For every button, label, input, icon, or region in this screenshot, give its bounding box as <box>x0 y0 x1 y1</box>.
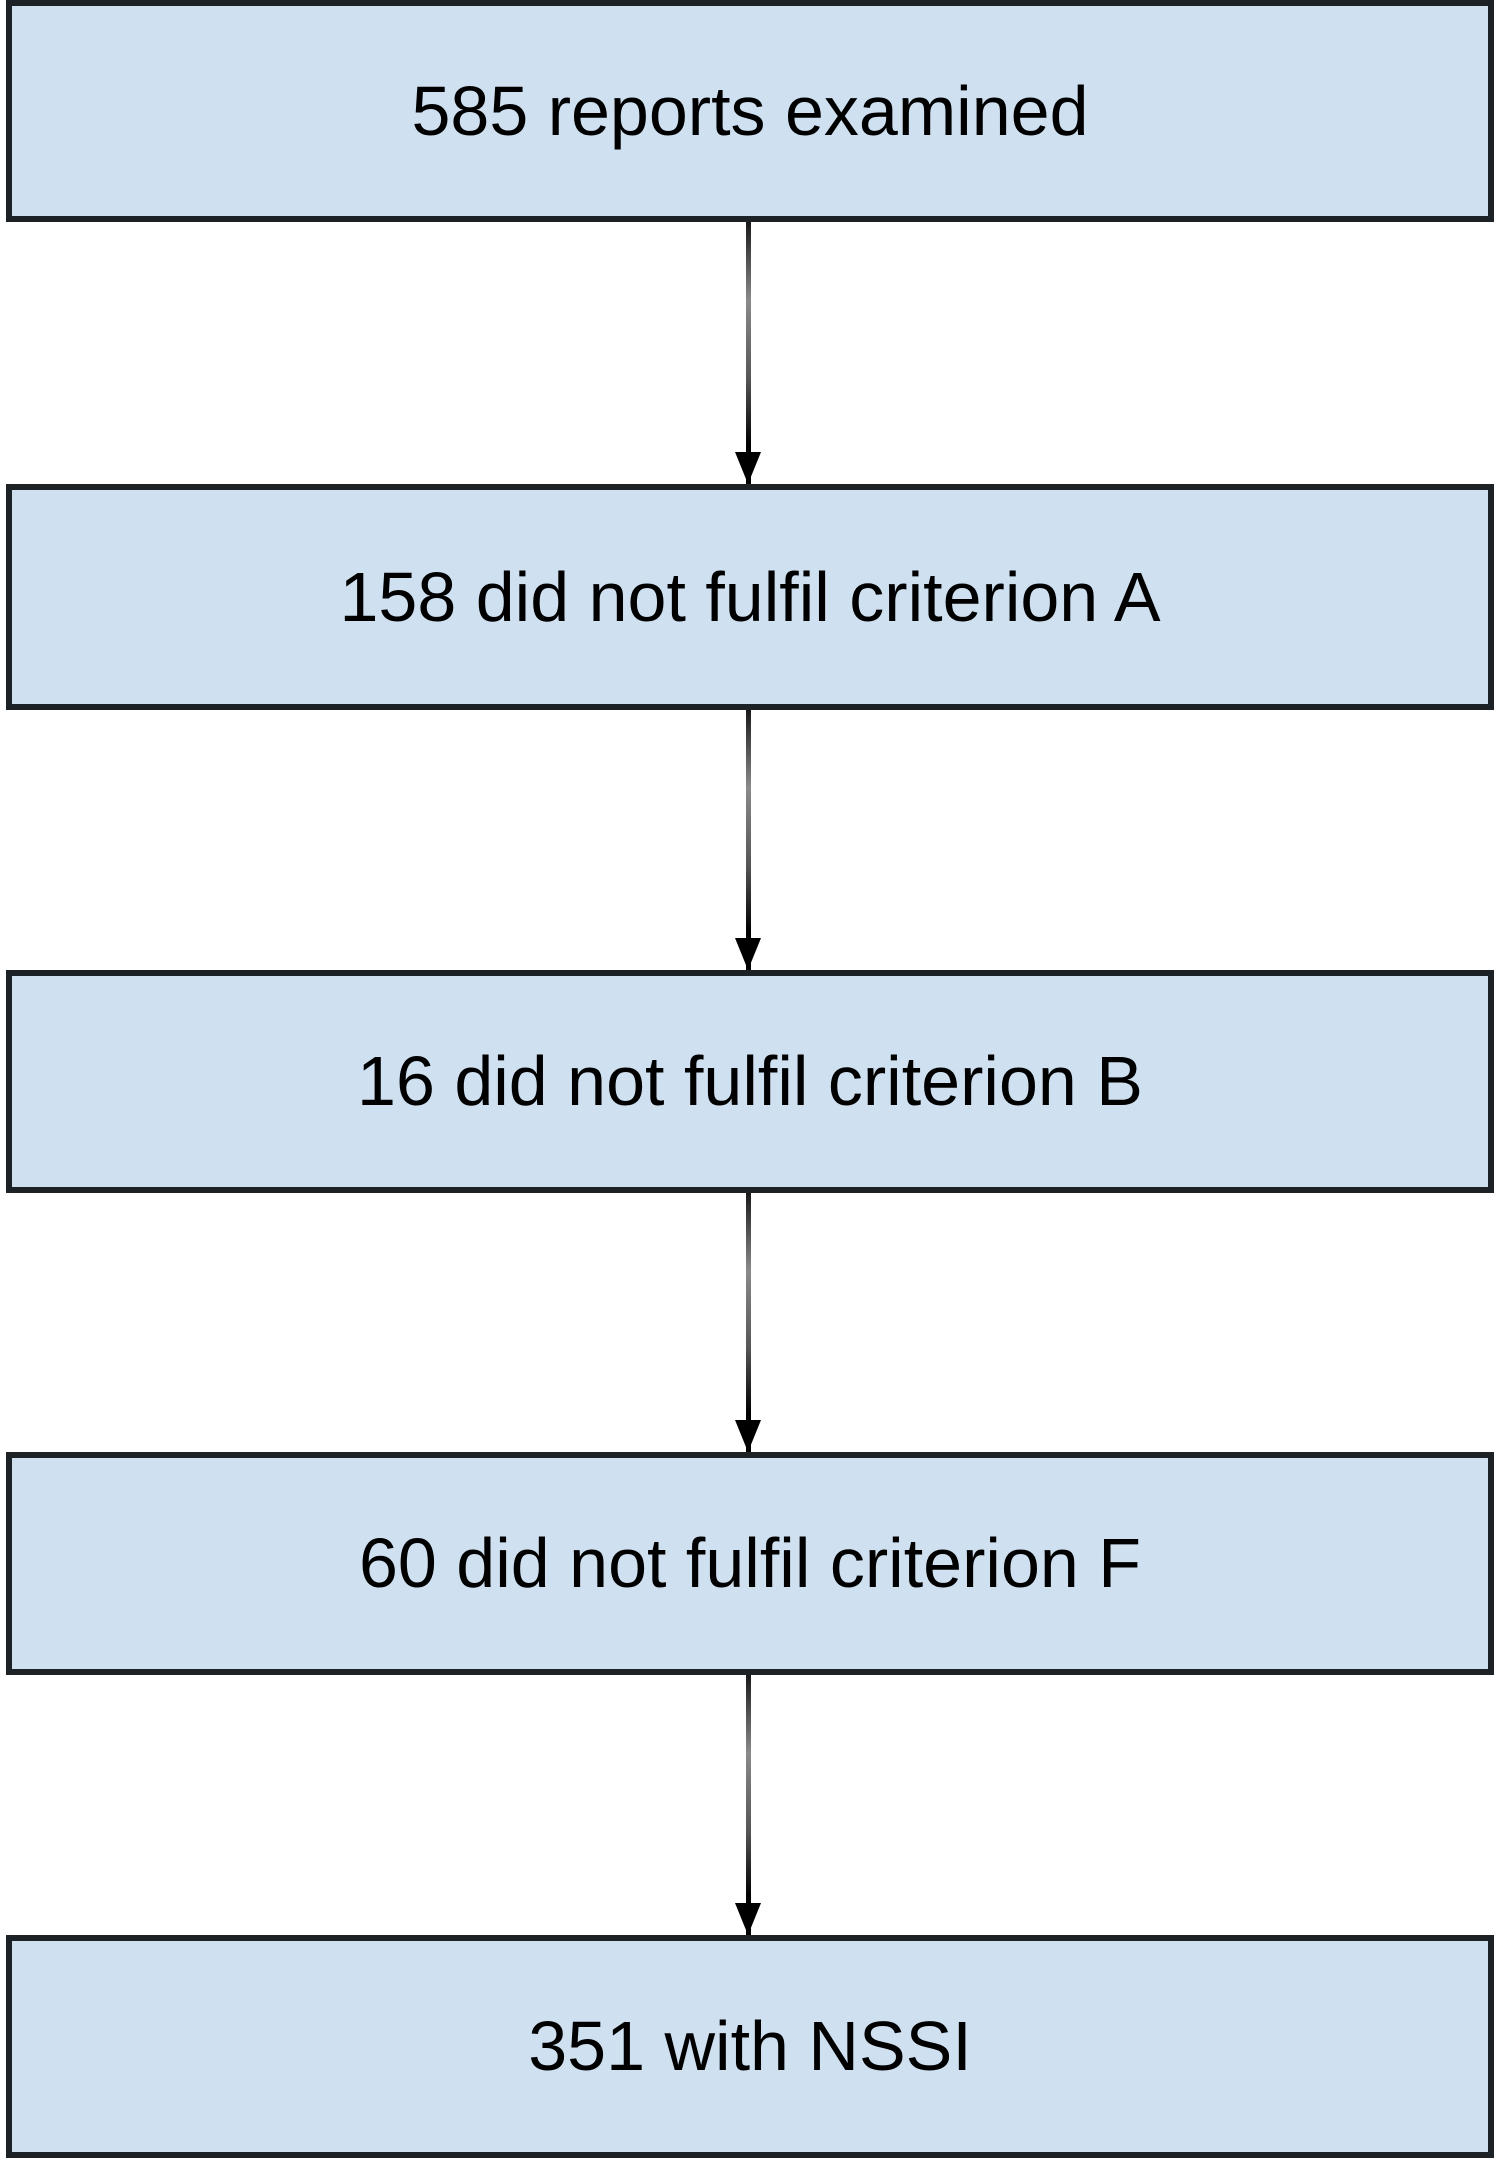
arrowhead-down-icon <box>735 938 761 970</box>
arrow-shaft <box>746 1193 751 1452</box>
flow-box-reports-examined: 585 reports examined <box>6 0 1494 222</box>
flow-box-label: 351 with NSSI <box>528 2007 972 2085</box>
flow-box-label: 585 reports examined <box>411 71 1089 150</box>
flow-box-criterion-a: 158 did not fulfil criterion A <box>6 484 1494 710</box>
flow-box-label: 158 did not fulfil criterion A <box>339 557 1161 636</box>
down-arrow-connector-2 <box>732 710 764 970</box>
flow-box-label: 60 did not fulfil criterion F <box>358 1524 1142 1602</box>
arrow-shaft <box>746 1675 751 1935</box>
flow-box-label: 16 did not fulfil criterion B <box>357 1042 1143 1120</box>
down-arrow-connector-3 <box>732 1193 764 1452</box>
arrowhead-down-icon <box>735 452 761 484</box>
flow-box-nssi: 351 with NSSI <box>6 1935 1494 2158</box>
down-arrow-connector-4 <box>732 1675 764 1935</box>
flow-box-criterion-f: 60 did not fulfil criterion F <box>6 1452 1494 1675</box>
arrow-shaft <box>746 710 751 970</box>
arrowhead-down-icon <box>735 1903 761 1935</box>
arrowhead-down-icon <box>735 1420 761 1452</box>
arrow-shaft <box>746 222 751 484</box>
flow-box-criterion-b: 16 did not fulfil criterion B <box>6 970 1494 1193</box>
down-arrow-connector-1 <box>732 222 764 484</box>
